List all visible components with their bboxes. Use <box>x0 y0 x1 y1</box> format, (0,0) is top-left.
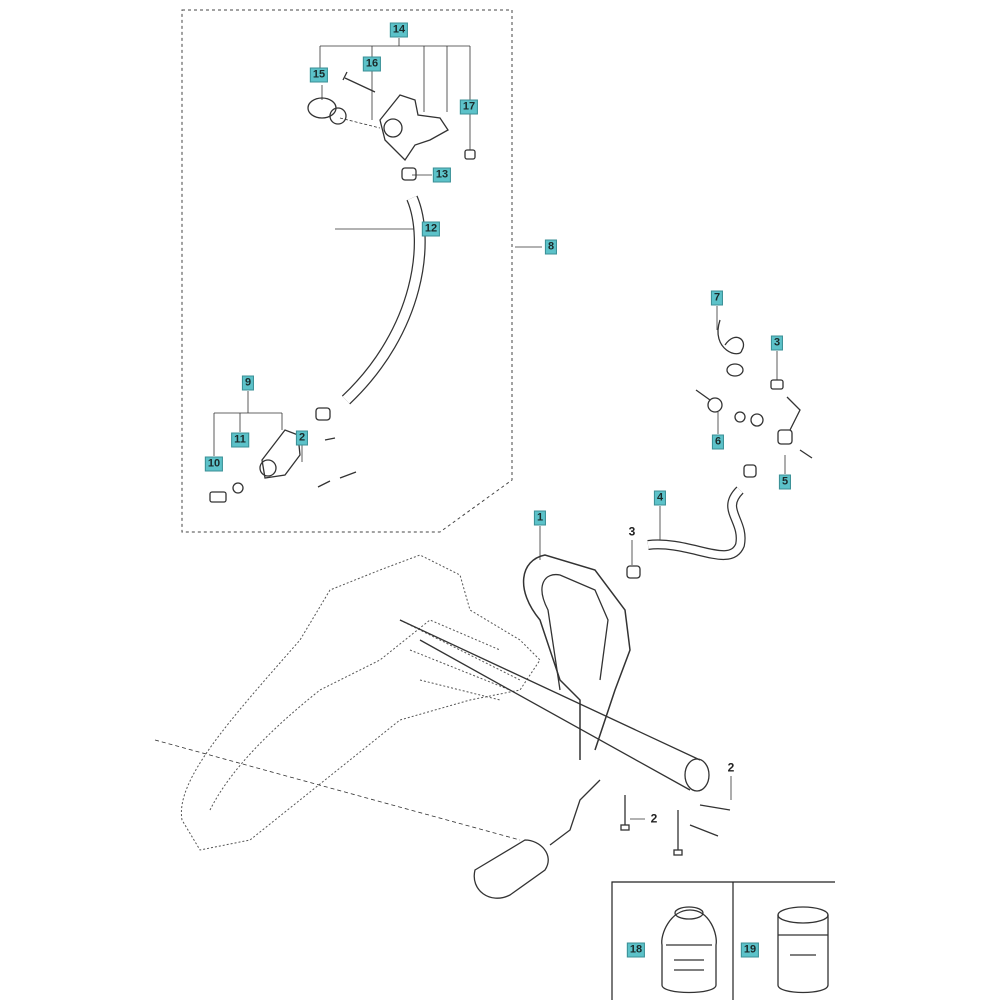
valve-assembly <box>307 71 476 181</box>
callout-15: 15 <box>309 67 329 83</box>
clamp-3 <box>626 565 641 579</box>
screws <box>620 795 731 856</box>
callout-3: 3 <box>770 335 784 351</box>
callout-2-plain-lower: 2 <box>650 811 658 826</box>
callout-8: 8 <box>544 239 558 255</box>
callout-18: 18 <box>626 942 646 958</box>
accessory-panel <box>611 881 835 1000</box>
callout-3-plain: 3 <box>628 524 636 539</box>
valve-9 <box>209 407 357 503</box>
callout-5: 5 <box>778 474 792 490</box>
callout-17: 17 <box>459 99 479 115</box>
callout-11: 11 <box>231 432 249 448</box>
callout-1: 1 <box>533 510 547 526</box>
callout-12: 12 <box>421 221 441 237</box>
callout-16: 16 <box>362 56 382 72</box>
callout-19: 19 <box>740 942 760 958</box>
handle-bar <box>154 554 710 899</box>
callout-9: 9 <box>241 375 255 391</box>
hose-parts-right <box>695 319 813 478</box>
callout-6: 6 <box>711 434 725 450</box>
callout-2: 2 <box>295 430 309 446</box>
saw-frame <box>180 554 541 851</box>
callout-2-plain: 2 <box>727 760 735 775</box>
callout-7: 7 <box>710 290 724 306</box>
callout-13: 13 <box>432 167 452 183</box>
callout-4: 4 <box>653 490 667 506</box>
subassembly-outline <box>181 9 513 533</box>
callout-14: 14 <box>389 22 409 38</box>
leader-lines <box>213 38 786 820</box>
callout-10: 10 <box>204 456 224 472</box>
